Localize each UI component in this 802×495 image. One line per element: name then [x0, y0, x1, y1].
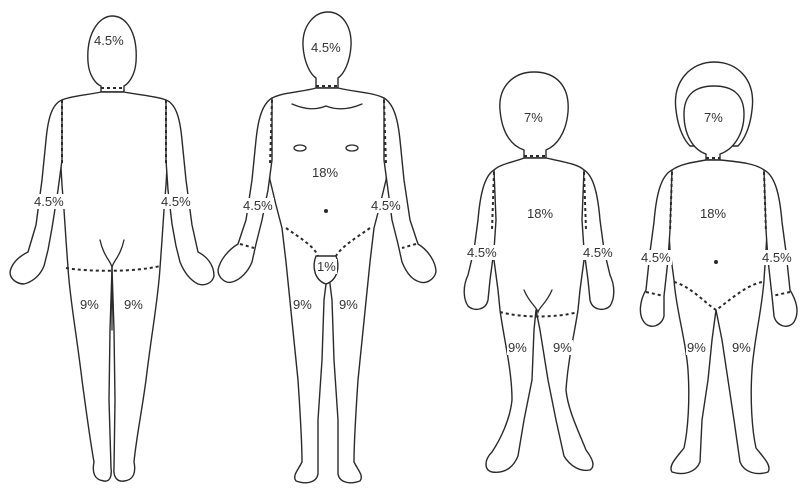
- adult-back-figure: [10, 16, 214, 481]
- adult-front-head-label: 4.5%: [310, 40, 342, 55]
- child-back-trunk-label: 18%: [526, 206, 554, 221]
- child-back-head-label: 7%: [523, 110, 544, 125]
- adult-front-body: [265, 88, 391, 483]
- adult-front-groin-label: 1%: [316, 259, 337, 274]
- child-back-arm-left-label: 4.5%: [466, 245, 498, 260]
- child-back-arm-right: [582, 170, 614, 309]
- child-front-head-label: 7%: [703, 110, 724, 125]
- adult-back-arm-left: [10, 100, 62, 284]
- adult-back-arm-right: [166, 100, 214, 285]
- child-front-arm-left-label: 4.5%: [640, 250, 672, 265]
- child-front-trunk-label: 18%: [699, 206, 727, 221]
- adult-front-arm-right: [384, 98, 436, 283]
- child-back-leg-right-label: 9%: [552, 340, 573, 355]
- adult-front-figure: [218, 12, 436, 483]
- adult-front-arm-right-label: 4.5%: [370, 198, 402, 213]
- adult-back-arm-right-label: 4.5%: [160, 194, 192, 209]
- adult-back-leg-left-label: 9%: [79, 297, 100, 312]
- child-front-arm-right: [764, 170, 797, 326]
- adult-front-arm-left: [218, 98, 272, 282]
- child-front-leg-left-label: 9%: [686, 340, 707, 355]
- child-back-arm-right-label: 4.5%: [582, 245, 614, 260]
- adult-back-leg-right-label: 9%: [123, 297, 144, 312]
- adult-back-arm-left-label: 4.5%: [33, 194, 65, 209]
- adult-front-trunk-label: 18%: [311, 165, 339, 180]
- child-back-arm-left: [464, 170, 496, 309]
- child-front-arm-left: [640, 170, 672, 326]
- child-back-leg-left-label: 9%: [507, 340, 528, 355]
- child-front-leg-right-label: 9%: [731, 340, 752, 355]
- adult-front-leg-right-label: 9%: [338, 297, 359, 312]
- adult-back-head-label: 4.5%: [93, 33, 125, 48]
- adult-back-body: [58, 92, 170, 481]
- adult-front-arm-left-label: 4.5%: [242, 198, 274, 213]
- adult-back-head: [88, 16, 136, 92]
- adult-front-leg-left-label: 9%: [292, 297, 313, 312]
- child-back-figure: [464, 72, 614, 472]
- child-front-arm-right-label: 4.5%: [761, 250, 793, 265]
